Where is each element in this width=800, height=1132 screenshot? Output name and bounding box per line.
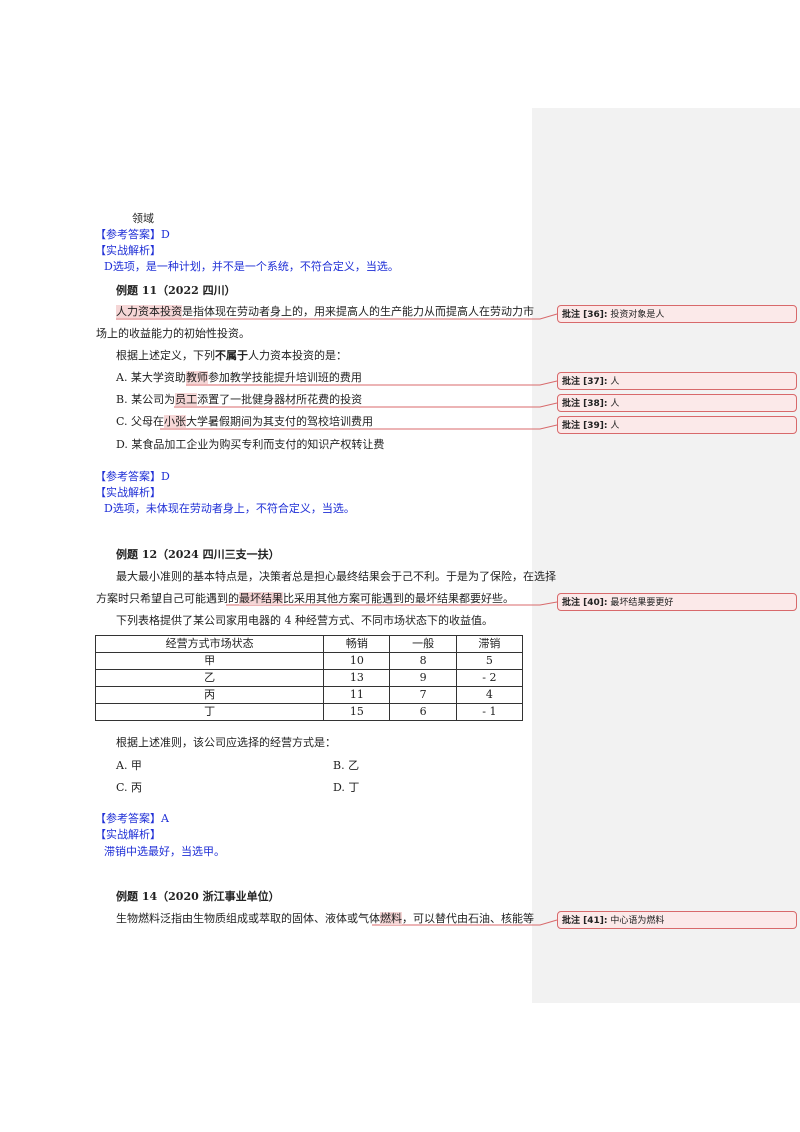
- ex11-option-a: A. 某大学资助教师参加教学技能提升培训班的费用: [116, 371, 362, 384]
- comments-pane: [532, 108, 800, 1003]
- connector-39: [160, 424, 558, 430]
- prev-answer: 【参考答案】D: [95, 228, 170, 241]
- ex12-definition-line2: 方案时只希望自己可能遇到的最坏结果比采用其他方案可能遇到的最坏结果都要好些。: [96, 592, 514, 605]
- table-header-cell: 滞销: [455, 635, 524, 653]
- table-cell: 15: [323, 703, 391, 721]
- table-cell: 5: [455, 652, 524, 670]
- table-header-cell: 一般: [389, 635, 457, 653]
- connector-41: [372, 919, 558, 926]
- table-header-row: 经营方式市场状态 畅销 一般 滞销: [94, 635, 524, 653]
- ex11-title: 例题 11（2022 四川）: [116, 284, 236, 297]
- ex11-definition-line1: 人力资本投资是指体现在劳动者身上的，用来提高人的生产能力从而提高人在劳动力市: [116, 305, 534, 318]
- ex12-definition-line1: 最大最小准则的基本特点是，决策者总是担心最终结果会于己不利。于是为了保险，在选择: [116, 570, 556, 583]
- table-cell: 乙: [94, 669, 325, 687]
- prev-analysis: D选项，是一种计划，并不是一个系统，不符合定义，当选。: [104, 260, 399, 273]
- table-cell: 9: [389, 669, 457, 687]
- comment-36[interactable]: 批注 [36]: 投资对象是人: [557, 305, 797, 323]
- comment-37[interactable]: 批注 [37]: 人: [557, 372, 797, 390]
- ex12-option-d: D. 丁: [333, 781, 360, 794]
- table-cell: 6: [389, 703, 457, 721]
- ex11-option-c: C. 父母在小张大学暑假期间为其支付的驾校培训费用: [116, 415, 374, 428]
- ex12-option-c: C. 丙: [116, 781, 143, 794]
- comment-39[interactable]: 批注 [39]: 人: [557, 416, 797, 434]
- ex12-question: 根据上述准则，该公司应选择的经营方式是：: [116, 736, 336, 749]
- ex12-option-b: B. 乙: [333, 759, 360, 772]
- table-cell: - 2: [455, 669, 524, 687]
- connector-38: [174, 402, 558, 408]
- table-cell: - 1: [455, 703, 524, 721]
- table-header-cell: 经营方式市场状态: [94, 635, 325, 653]
- prev-tail-text: 领域: [132, 212, 154, 225]
- comment-41[interactable]: 批注 [41]: 中心语为燃料: [557, 911, 797, 929]
- ex12-analysis-label: 【实战解析】: [95, 828, 161, 841]
- ex11-option-b: B. 某公司为员工添置了一批健身器材所花费的投资: [116, 393, 363, 406]
- prev-analysis-label: 【实战解析】: [95, 244, 161, 257]
- table-cell: 丁: [94, 703, 325, 721]
- ex11-highlight-term: 人力资本投资: [116, 305, 182, 318]
- ex12-title: 例题 12（2024 四川三支一扶）: [116, 548, 280, 561]
- table-cell: 13: [323, 669, 391, 687]
- table-cell: 8: [389, 652, 457, 670]
- ex12-table-intro: 下列表格提供了某公司家用电器的 4 种经营方式、不同市场状态下的收益值。: [116, 614, 493, 627]
- ex12-option-a: A. 甲: [116, 759, 142, 772]
- connector-37: [186, 380, 558, 386]
- table-cell: 丙: [94, 686, 325, 704]
- ex11-analysis-label: 【实战解析】: [95, 486, 161, 499]
- ex14-definition-line1: 生物燃料泛指由生物质组成或萃取的固体、液体或气体燃料，可以替代由石油、核能等: [116, 912, 534, 925]
- table-cell: 甲: [94, 652, 325, 670]
- table-cell: 11: [323, 686, 391, 704]
- ex14-title: 例题 14（2020 浙江事业单位）: [116, 890, 280, 903]
- table-cell: 7: [389, 686, 457, 704]
- table-header-cell: 畅销: [323, 635, 391, 653]
- ex12-answer: 【参考答案】A: [95, 812, 169, 825]
- comment-38[interactable]: 批注 [38]: 人: [557, 394, 797, 412]
- ex11-analysis: D选项，未体现在劳动者身上，不符合定义，当选。: [104, 502, 355, 515]
- ex11-question: 根据上述定义，下列不属于人力资本投资的是：: [116, 349, 347, 362]
- ex11-answer: 【参考答案】D: [95, 470, 170, 483]
- connector-40: [226, 601, 558, 606]
- connector-36: [116, 313, 558, 320]
- ex11-option-d: D. 某食品加工企业为购买专利而支付的知识产权转让费: [116, 438, 385, 451]
- table-cell: 10: [323, 652, 391, 670]
- comment-40[interactable]: 批注 [40]: 最坏结果要更好: [557, 593, 797, 611]
- table-cell: 4: [455, 686, 524, 704]
- ex12-analysis: 滞销中选最好，当选甲。: [104, 845, 225, 858]
- ex11-definition-line2: 场上的收益能力的初始性投资。: [96, 327, 250, 340]
